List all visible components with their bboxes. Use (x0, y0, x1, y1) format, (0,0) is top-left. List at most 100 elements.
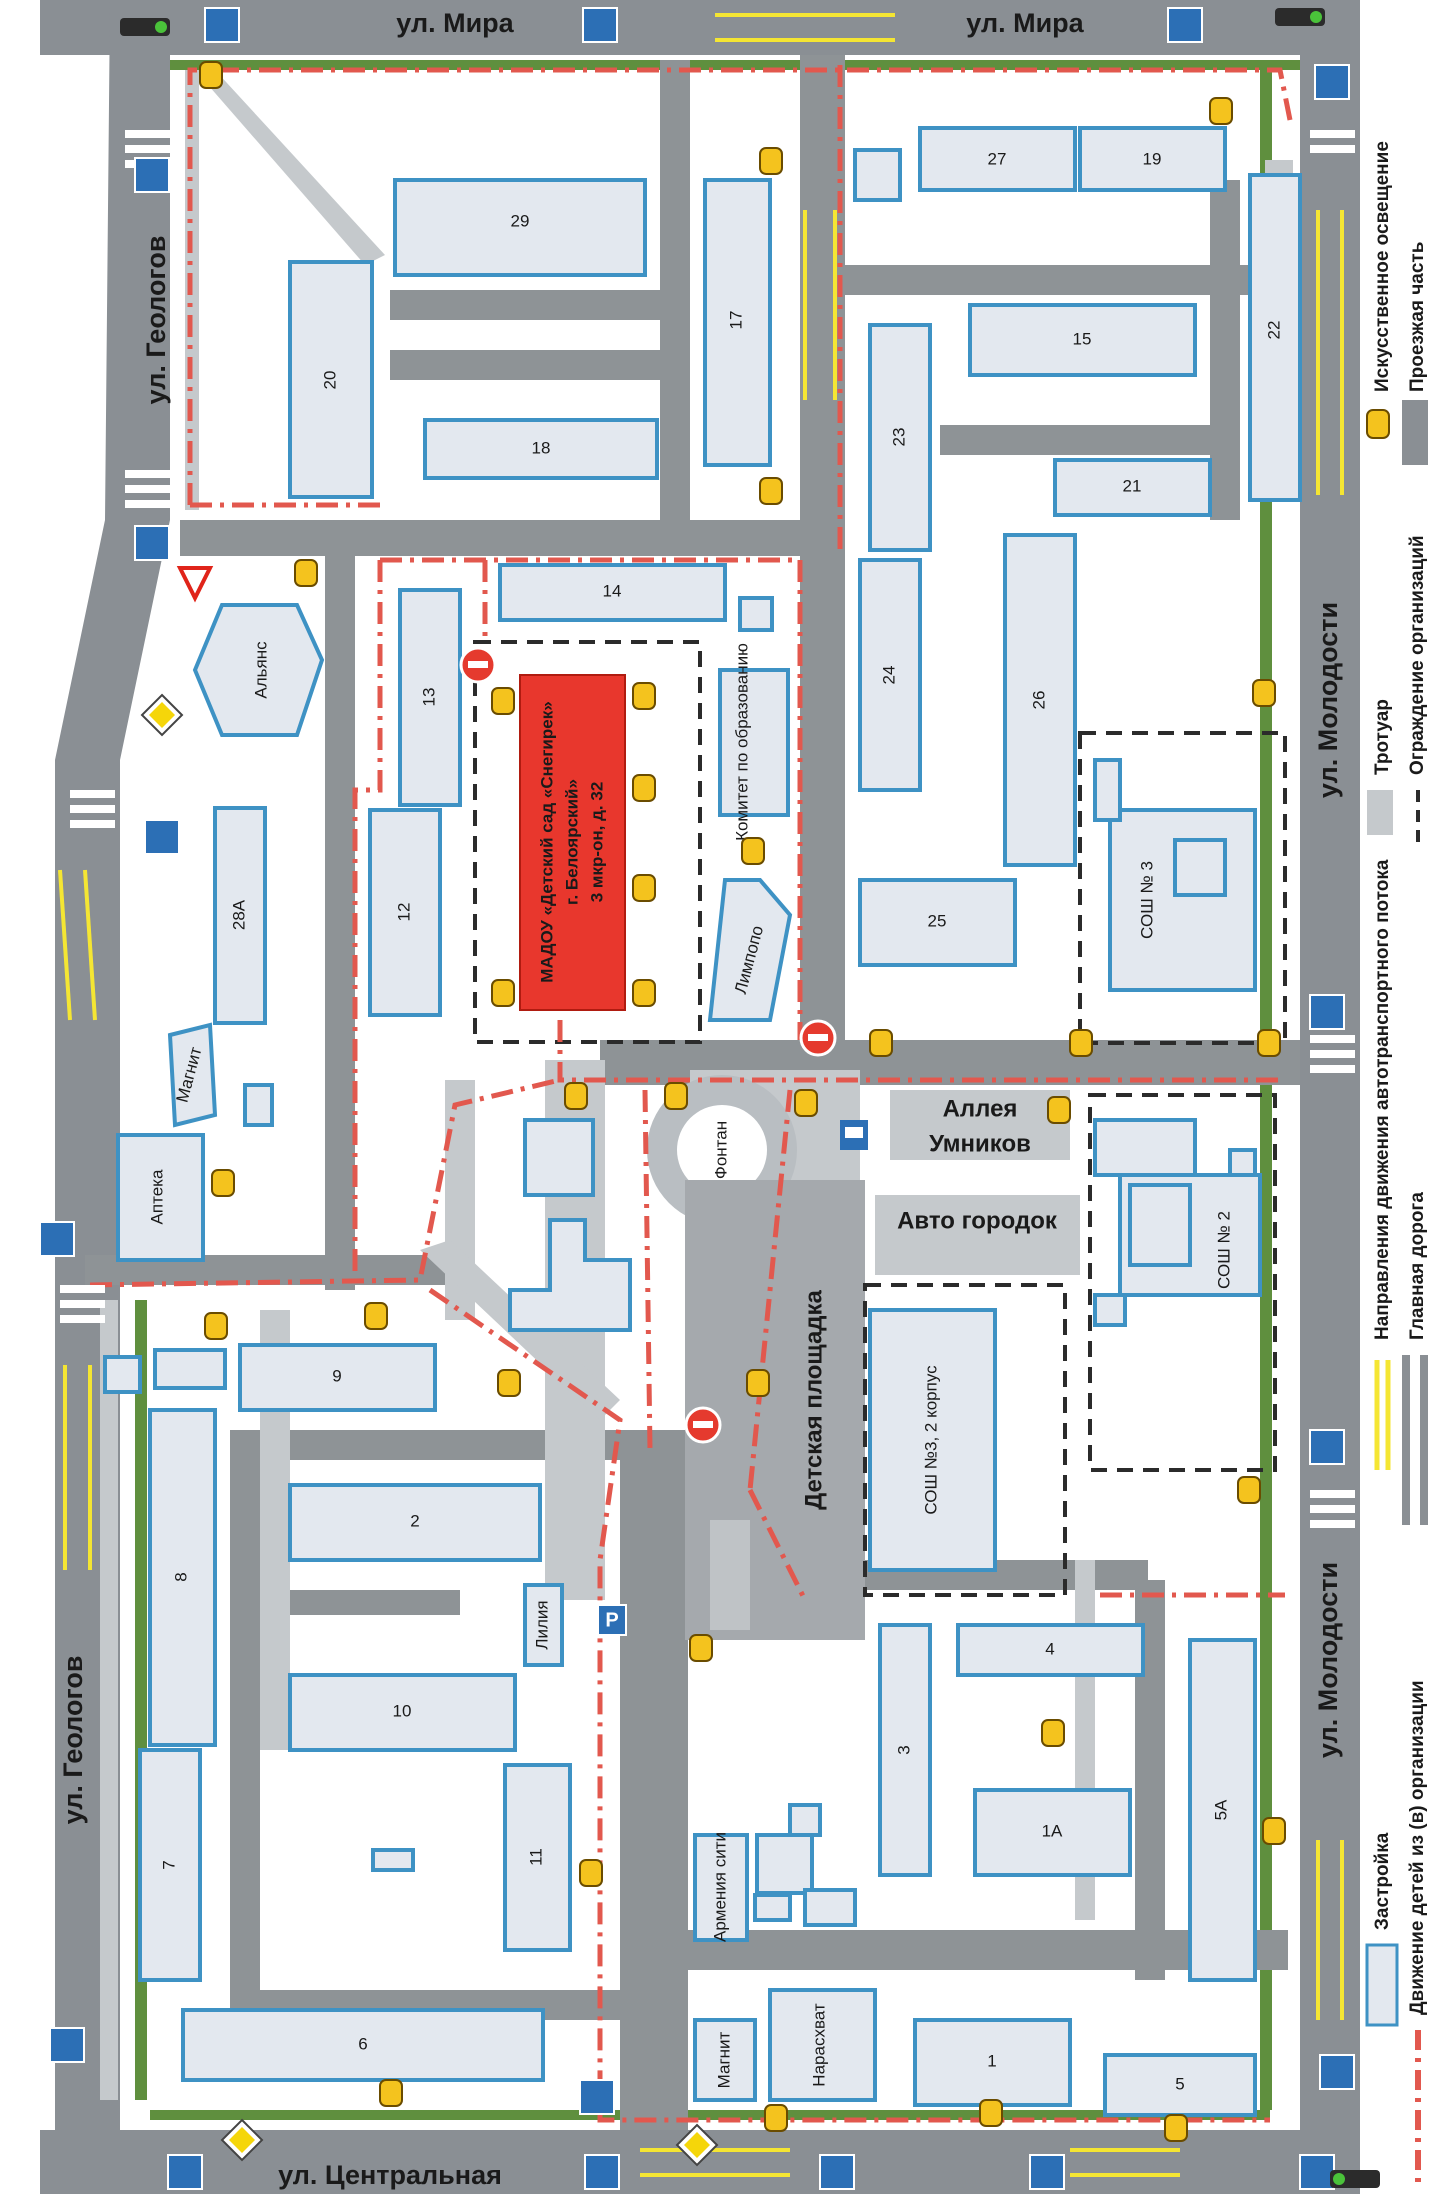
traffic-arrows (58, 13, 1344, 2177)
lamp-icon (211, 1169, 235, 1197)
lamp-icon (746, 1369, 770, 1397)
svg-text:5А: 5А (1211, 1799, 1230, 1820)
building-small-e (753, 1893, 792, 1922)
svg-text:28А: 28А (229, 899, 248, 930)
building-2 (288, 1483, 542, 1562)
svg-text:25: 25 (928, 911, 947, 930)
street-labels: ул. Мира ул. Мира ул. Геологов ул. Геоло… (58, 8, 1343, 2190)
lamp-icon (664, 1082, 688, 1110)
building-13 (398, 588, 462, 807)
lamp-icon (1164, 2114, 1188, 2142)
legend-lighting: Искусственное освещение (1372, 141, 1393, 392)
crosswalk-signs (39, 7, 1355, 2190)
building-1a (973, 1788, 1132, 1877)
building-small-a (523, 1118, 595, 1197)
building-small-9b (103, 1355, 142, 1394)
crosswalk-sign-icon (204, 7, 240, 43)
lamp-icon (1262, 1817, 1286, 1845)
buildings: 29 20 18 17 27 19 22 15 23 21 14 13 24 2… (103, 126, 1302, 2117)
sosh3-k2-label: СОШ №3, 2 корпус (921, 1365, 940, 1515)
svg-text:29: 29 (511, 211, 530, 230)
building-25 (858, 878, 1017, 967)
building-small-b (508, 1218, 632, 1332)
no-entry-signs (459, 646, 837, 1444)
crosswalk-sign-icon (582, 7, 618, 43)
lamp-icon (632, 874, 656, 902)
komitet-label: Комитет по образованию (732, 643, 751, 841)
building-14 (498, 563, 727, 622)
lamp-icon (1252, 679, 1276, 707)
lamp-icon (1257, 1029, 1281, 1057)
svg-text:14: 14 (603, 581, 622, 600)
lamps (199, 61, 1286, 2142)
lamp-icon (979, 2099, 1003, 2127)
sosh3-label: СОШ № 3 (1137, 861, 1156, 939)
traffic-lights (120, 8, 1380, 2188)
crosswalk-sign-icon (819, 2154, 855, 2190)
legend-traffic-dir: Направления движения автотранспортного п… (1372, 859, 1393, 1340)
lamp-icon (1069, 1029, 1093, 1057)
building-24 (858, 558, 922, 792)
alyans-label: Альянс (251, 641, 270, 699)
street-mira-left: ул. Мира (396, 8, 514, 38)
lamp-icon (759, 147, 783, 175)
lamp-icon (497, 1369, 521, 1397)
svg-text:2: 2 (410, 1511, 419, 1530)
lamp-icon (364, 1302, 388, 1330)
liliya-label: Лилия (532, 1600, 551, 1649)
kindergarten-fence (473, 640, 702, 1044)
svg-text:18: 18 (532, 438, 551, 457)
legend: Искусственное освещение Проезжая часть Т… (1365, 141, 1428, 2190)
lamp-icon (632, 682, 656, 710)
sosh2-wing (1093, 1118, 1197, 1177)
street-geologov-bottom: ул. Геологов (58, 1656, 88, 1825)
building-23 (868, 323, 932, 552)
building-21 (1053, 458, 1212, 517)
children-route (89, 65, 1293, 2123)
crosswalk-sign-icon (1167, 7, 1203, 43)
svg-text:19: 19 (1143, 149, 1162, 168)
crosswalk-sign-icon (584, 2154, 620, 2190)
svg-text:20: 20 (320, 371, 339, 390)
lamp-icon (632, 774, 656, 802)
sosh2-inner (1128, 1183, 1192, 1267)
naraskhvat-building (768, 1988, 877, 2102)
liliya-building (523, 1583, 564, 1667)
svg-text:3: 3 (894, 1745, 913, 1754)
building-small-14 (738, 596, 774, 632)
lamp-icon (294, 559, 318, 587)
crosswalk-sign-icon (1309, 994, 1345, 1030)
svg-text:6: 6 (358, 2034, 367, 2053)
crosswalk-sign-icon (167, 2154, 203, 2190)
parking-sign: P (597, 1604, 627, 1636)
building-6 (181, 2008, 545, 2082)
legend-main-road: Главная дорога (1407, 1192, 1428, 1340)
building-26 (1003, 533, 1077, 867)
svg-text:23: 23 (889, 428, 908, 447)
school-zones (863, 731, 1287, 1597)
bus-stop-icon (840, 1120, 868, 1150)
umnikov-label: Умников (929, 1130, 1031, 1157)
crosswalk-sign-icon (144, 819, 180, 855)
komitet-building (718, 668, 790, 817)
magnit-bottom-label: Магнит (714, 2031, 733, 2088)
crosswalk-sign-icon (1299, 2154, 1335, 2190)
building-small-10 (371, 1848, 415, 1872)
building-small-magnit (243, 1083, 274, 1127)
street-molodosti-top: ул. Молодости (1313, 602, 1343, 798)
lamp-icon (1237, 1476, 1261, 1504)
building-small-d (755, 1833, 814, 1895)
building-3 (878, 1623, 932, 1877)
svg-text:8: 8 (171, 1572, 190, 1581)
small-areas: Аллея Умников Авто городок (875, 1090, 1080, 1275)
kindergarten-building (519, 674, 626, 1011)
building-18 (423, 418, 659, 480)
alyans-building (192, 603, 325, 737)
crosswalk-sign-icon (1319, 2054, 1355, 2090)
crosswalk-sign-icon (49, 2027, 85, 2063)
apteka-building (116, 1133, 205, 1262)
street-centralnaya: ул. Центральная (278, 2160, 502, 2190)
road-signs (140, 566, 719, 2167)
crosswalk-sign-icon (1029, 2154, 1065, 2190)
